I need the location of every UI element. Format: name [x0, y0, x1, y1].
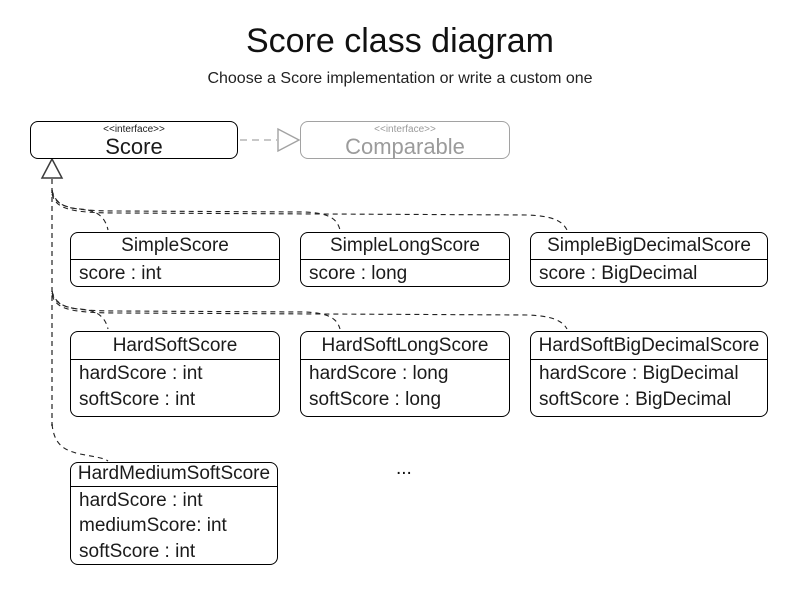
attribute: score : int [79, 262, 162, 284]
connector-hardsoftbigdecimalscore [51, 294, 568, 330]
attribute: hardScore : int [79, 489, 203, 511]
class-attributes: hardScore : BigDecimal softScore : BigDe… [531, 360, 767, 412]
page-title: Score class diagram [245, 22, 554, 60]
class-name: HardSoftScore [71, 332, 279, 360]
class-hardmediumsoftscore: HardMediumSoftScore hardScore : int medi… [70, 462, 278, 565]
connector-hardsoftlongscore [51, 292, 341, 330]
class-name: HardSoftLongScore [301, 332, 509, 360]
inheritance-triangle-icon [40, 157, 64, 179]
class-attributes: score : BigDecimal [531, 260, 767, 287]
page-subtitle: Choose a Score implementation or write a… [207, 70, 593, 87]
class-simplelongscore: SimpleLongScore score : long [300, 232, 510, 287]
class-name: SimpleScore [71, 233, 279, 260]
class-attributes: score : int [71, 260, 279, 287]
class-attributes: score : long [301, 260, 509, 287]
attribute: hardScore : long [309, 363, 449, 384]
realization-triangle-icon [277, 127, 301, 153]
class-simplebigdecimalscore: SimpleBigDecimalScore score : BigDecimal [530, 232, 768, 287]
class-name: HardSoftBigDecimalScore [531, 332, 767, 360]
attribute: softScore : long [309, 388, 442, 410]
attribute: score : BigDecimal [539, 262, 698, 284]
attribute: hardScore : BigDecimal [539, 363, 739, 384]
attribute: mediumScore: int [79, 515, 227, 536]
class-hardsoftbigdecimalscore: HardSoftBigDecimalScore hardScore : BigD… [530, 331, 768, 417]
connector-hardsoftscore [51, 290, 109, 330]
class-simplescore: SimpleScore score : int [70, 232, 280, 287]
class-name: SimpleLongScore [301, 233, 509, 260]
class-name: HardMediumSoftScore [71, 463, 277, 487]
interface-name: Score [105, 134, 163, 159]
interface-name: Comparable [345, 134, 465, 159]
connector-simplescore [51, 189, 109, 231]
class-name: SimpleBigDecimalScore [531, 233, 767, 260]
connector-simplelongscore [51, 191, 341, 231]
interface-score: <<interface>> Score [30, 121, 238, 159]
connector-simplebigdecimalscore [51, 193, 568, 231]
class-attributes: hardScore : int softScore : int [71, 360, 279, 412]
interface-comparable: <<interface>> Comparable [300, 121, 510, 159]
attribute: softScore : BigDecimal [539, 388, 732, 410]
attribute: softScore : int [79, 388, 196, 410]
class-hardsoftlongscore: HardSoftLongScore hardScore : long softS… [300, 331, 510, 417]
stereotype-label: <<interface>> [374, 124, 436, 135]
attribute: score : long [309, 262, 408, 284]
more-implementations-ellipsis: ... [396, 458, 412, 479]
stereotype-label: <<interface>> [103, 124, 165, 135]
class-hardsoftscore: HardSoftScore hardScore : int softScore … [70, 331, 280, 417]
class-attributes: hardScore : long softScore : long [301, 360, 509, 412]
attribute: softScore : int [79, 540, 196, 562]
attribute: hardScore : int [79, 363, 203, 384]
connector-hardmediumsoftscore [51, 423, 109, 462]
class-attributes: hardScore : int mediumScore: int softSco… [71, 487, 277, 565]
